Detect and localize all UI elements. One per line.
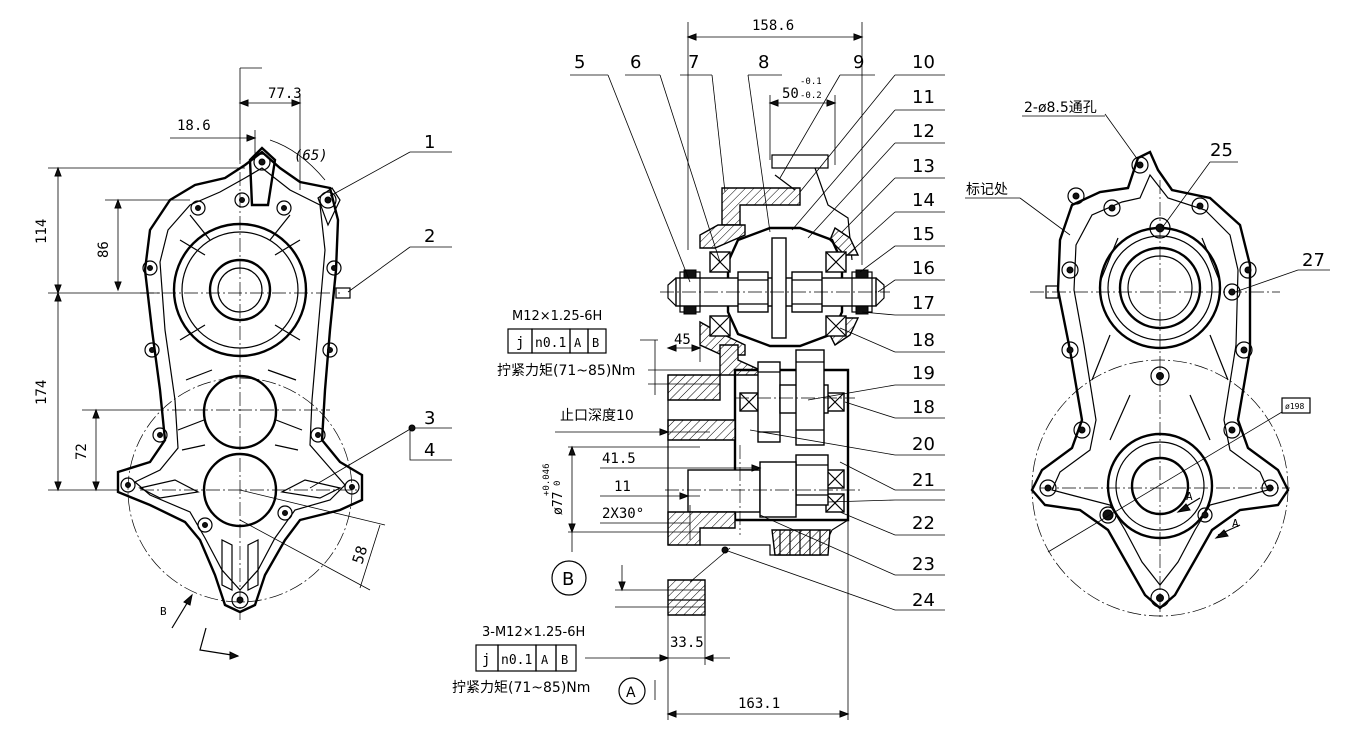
dim-77-tol-lower: 0 — [553, 481, 563, 486]
note-torque-top: 拧紧力矩(71~85)Nm — [497, 363, 635, 379]
fcf-bottom-symbol: j — [482, 652, 490, 668]
balloon-9: 9 — [853, 52, 864, 73]
balloon-23: 23 — [912, 554, 935, 575]
balloon-11: 11 — [912, 87, 935, 108]
balloon-25: 25 — [1210, 140, 1233, 161]
dim-158-6: 158.6 — [752, 18, 794, 34]
balloon-13: 13 — [912, 156, 935, 177]
middle-section-view — [555, 22, 890, 720]
datum-a-circle — [618, 677, 646, 705]
balloon-17: 17 — [912, 293, 935, 314]
note-mark-location: 标记处 — [966, 182, 1008, 198]
datum-a: A — [626, 685, 636, 701]
left-front-view — [48, 67, 386, 660]
dim-50-lower-tol: -0.2 — [800, 91, 822, 101]
note-thread-top: M12×1.25-6H — [512, 309, 602, 324]
balloon-12: 12 — [912, 121, 935, 142]
view-arrow-a-right-1: A — [1186, 490, 1193, 503]
balloon-21: 21 — [912, 470, 935, 491]
balloon-1: 1 — [424, 132, 435, 153]
note-through-holes: 2-ø8.5通孔 — [1024, 100, 1097, 116]
balloon-14: 14 — [912, 190, 935, 211]
fcf-top-symbol: j — [516, 335, 524, 351]
dim-58: 58 — [349, 543, 372, 566]
fcf-bottom-tolerance: n0.1 — [501, 653, 532, 668]
balloon-5: 5 — [574, 52, 585, 73]
balloon-8: 8 — [758, 52, 769, 73]
balloon-20: 20 — [912, 434, 935, 455]
note-spigot-depth: 止口深度10 — [560, 408, 634, 424]
datum-b: B — [562, 569, 574, 590]
fcf-top-datum-b: B — [592, 336, 599, 350]
view-arrow-a-right-2: A — [1232, 517, 1239, 530]
dim-198: ø198 — [1285, 402, 1304, 411]
dim-174: 174 — [34, 380, 50, 405]
note-torque-bottom: 拧紧力矩(71~85)Nm — [452, 680, 590, 696]
left-balloon-leaders — [309, 151, 452, 489]
balloon-7: 7 — [688, 52, 699, 73]
fcf-top-datum-a: A — [574, 336, 582, 350]
dim-114: 114 — [34, 219, 50, 244]
dim-45: 45 — [674, 332, 691, 348]
dim-77-tol-upper: +0.046 — [542, 463, 552, 496]
balloon-3: 3 — [424, 408, 435, 429]
dim-77: ø77 — [551, 492, 566, 515]
balloon-15: 15 — [912, 224, 935, 245]
dim-18-6: 18.6 — [177, 118, 211, 134]
fcf-bottom-datum-b: B — [561, 653, 568, 667]
balloon-2: 2 — [424, 226, 435, 247]
dim-11: 11 — [614, 479, 631, 495]
dim-2x30: 2X30° — [602, 506, 644, 522]
dim-86: 86 — [96, 241, 112, 258]
dim-77-3: 77.3 — [268, 86, 302, 102]
middle-balloons: 5 6 7 8 9 10 11 12 13 14 15 16 17 18 19 … — [574, 52, 935, 611]
dim-163-1: 163.1 — [738, 696, 780, 712]
dim-65: (65) — [294, 148, 328, 164]
view-arrow-b-left: B — [160, 605, 167, 618]
fcf-top-tolerance: n0.1 — [535, 336, 566, 351]
datum-b-circle — [551, 560, 587, 596]
middle-balloon-leaders — [570, 74, 945, 611]
balloon-6: 6 — [630, 52, 641, 73]
dim-50: 50 — [782, 86, 799, 102]
fcf-bottom — [475, 644, 577, 672]
balloon-18b: 18 — [912, 397, 935, 418]
balloon-18a: 18 — [912, 330, 935, 351]
balloon-27: 27 — [1302, 250, 1325, 271]
fcf-top — [507, 328, 607, 354]
balloon-22: 22 — [912, 513, 935, 534]
dim-41-5: 41.5 — [602, 451, 636, 467]
balloon-16: 16 — [912, 258, 935, 279]
dim-33-5: 33.5 — [670, 635, 704, 651]
dim-72: 72 — [74, 443, 90, 460]
note-thread-bottom: 3-M12×1.25-6H — [482, 625, 585, 640]
right-rear-view — [965, 113, 1330, 620]
fcf-bottom-datum-a: A — [541, 653, 549, 667]
balloon-24: 24 — [912, 590, 935, 611]
balloon-10: 10 — [912, 52, 935, 73]
dim-50-upper-tol: -0.1 — [800, 77, 822, 87]
balloon-4: 4 — [424, 440, 435, 461]
balloon-19: 19 — [912, 363, 935, 384]
